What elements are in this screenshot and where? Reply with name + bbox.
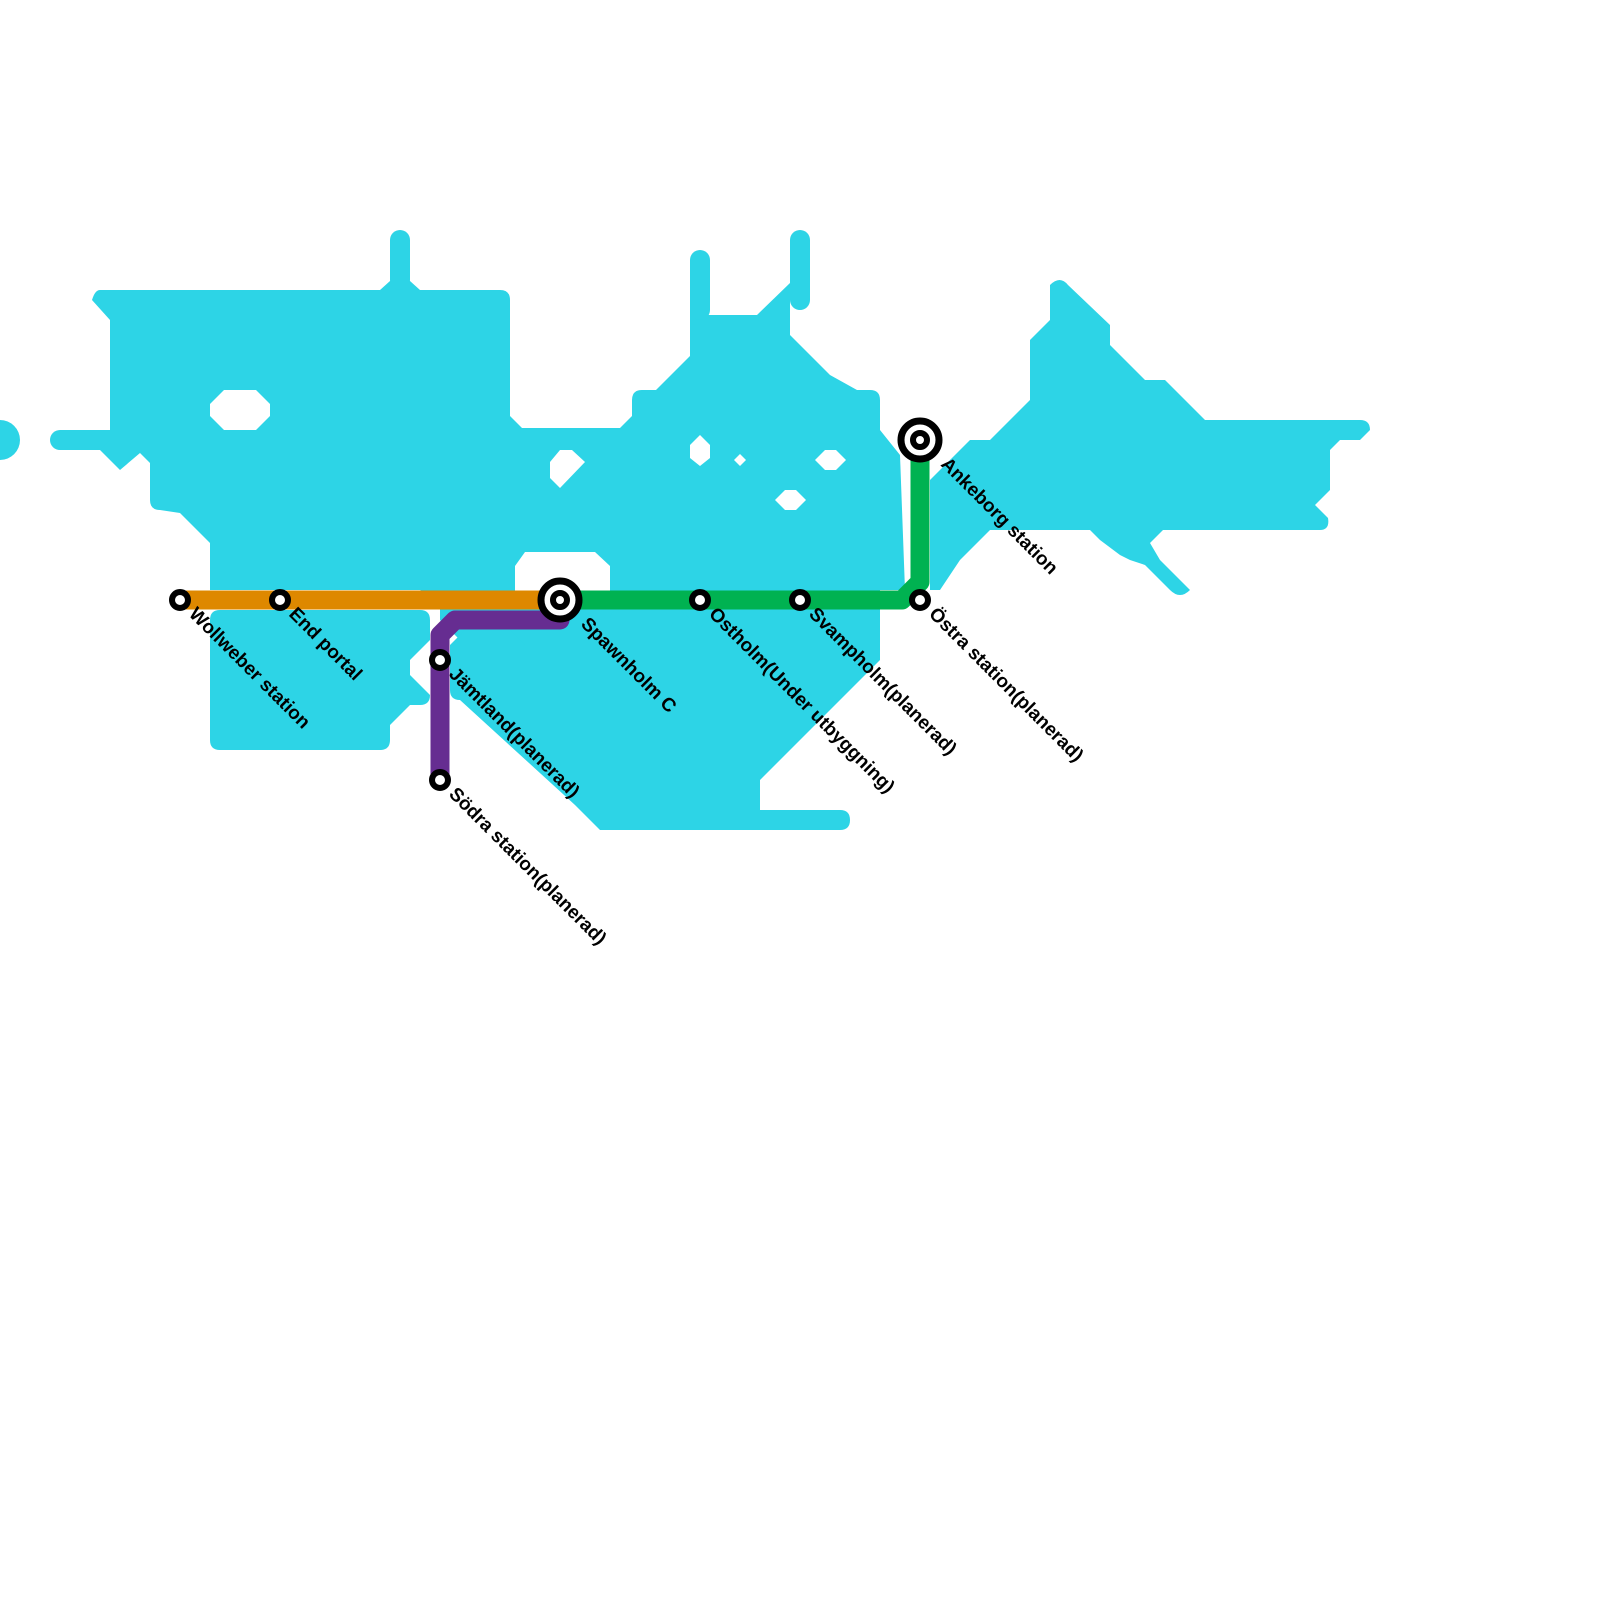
station-marker[interactable]	[909, 589, 931, 611]
station-marker[interactable]	[269, 589, 291, 611]
island	[515, 552, 610, 600]
line-green[interactable]	[550, 430, 930, 610]
water-dot	[0, 420, 20, 460]
island	[734, 454, 746, 466]
water-body-south	[450, 610, 880, 830]
island	[210, 390, 270, 430]
station-marker[interactable]	[789, 589, 811, 611]
interchange-marker-inner	[910, 430, 930, 450]
water-body-east	[930, 280, 1370, 595]
island	[815, 450, 846, 470]
station-marker[interactable]	[169, 589, 191, 611]
island	[690, 435, 710, 466]
station-marker[interactable]	[429, 769, 451, 791]
water-bodies	[0, 230, 1370, 830]
station-marker[interactable]	[429, 649, 451, 671]
islands	[210, 390, 846, 600]
station-marker[interactable]	[689, 589, 711, 611]
interchange-marker-inner	[550, 590, 570, 610]
island	[550, 450, 585, 488]
island	[775, 490, 806, 510]
water-body-southwest	[210, 610, 430, 750]
